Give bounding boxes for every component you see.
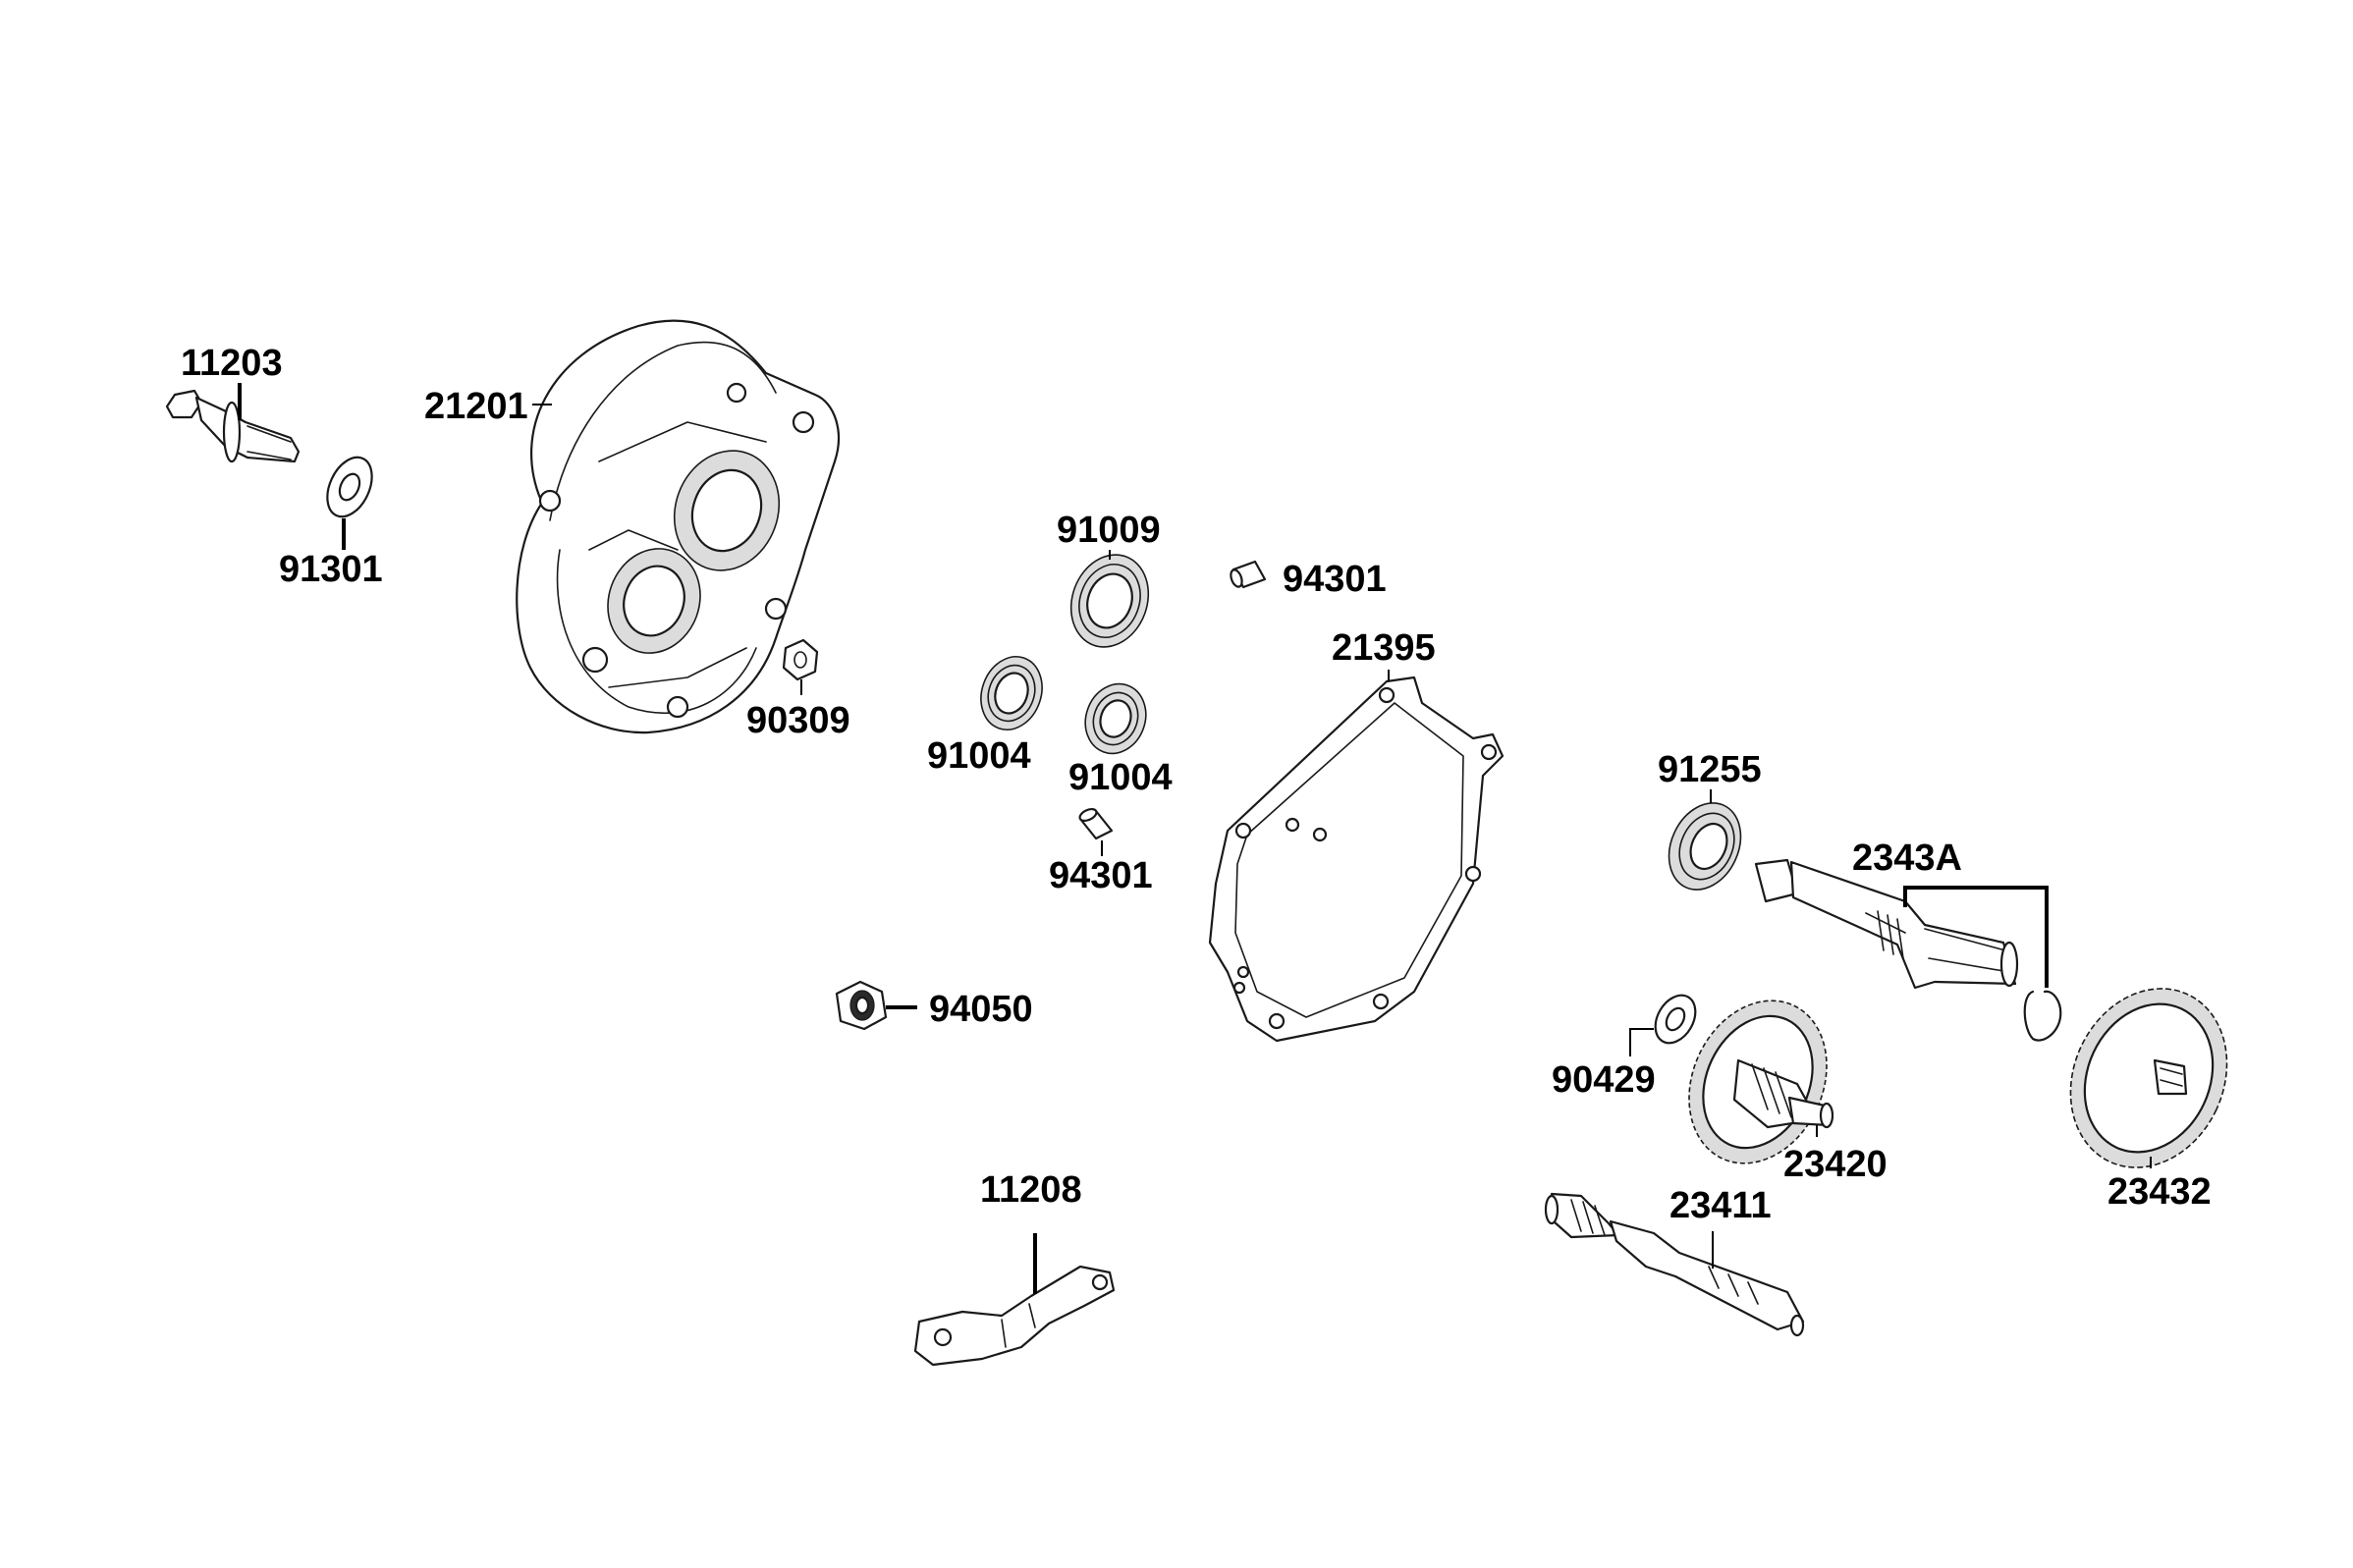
callout-94301-top: 94301 [1283,559,1387,600]
callout-91009: 91009 [1057,510,1161,560]
callout-label-90429: 90429 [1552,1059,1656,1101]
callout-91004-left: 91004 [927,735,1031,777]
callout-label-21395: 21395 [1332,627,1436,669]
part-nut-90309 [782,638,819,681]
callout-label-94050: 94050 [929,989,1033,1030]
part-flange-nut-94050 [835,980,888,1031]
callout-label-23411: 23411 [1669,1185,1772,1226]
part-gasket-21395 [1208,676,1505,1043]
callout-91004-right: 91004 [1068,757,1173,798]
callout-label-23420: 23420 [1783,1144,1888,1185]
part-dowel-pin-94301-bottom [1078,807,1114,840]
callout-label-94301-bottom: 94301 [1049,855,1153,896]
callout-label-91255: 91255 [1658,749,1762,790]
callout-label-23432: 23432 [2107,1171,2212,1213]
callout-21395: 21395 [1332,627,1436,681]
callout-90309: 90309 [746,679,850,741]
callout-label-11203: 11203 [181,343,283,384]
callout-label-11208: 11208 [980,1169,1082,1211]
callout-label-91004-right: 91004 [1068,757,1173,798]
callout-label-2343A: 2343A [1852,838,1962,879]
part-shaft-23411 [1544,1192,1805,1337]
callout-11208: 11208 [980,1169,1082,1294]
callout-91301: 91301 [279,518,383,590]
callout-label-90309: 90309 [746,700,850,741]
callout-90429: 90429 [1552,1028,1656,1101]
callout-94301-bottom: 94301 [1049,840,1153,896]
callout-label-91009: 91009 [1057,510,1161,551]
part-washer-91301 [326,456,373,518]
part-gear-23420 [1688,1000,1834,1164]
callout-23432: 23432 [2107,1157,2212,1213]
callout-23420: 23420 [1783,1125,1888,1185]
part-washer-90429 [1654,994,1697,1045]
callout-2343A: 2343A [1852,838,2049,988]
callout-label-21201: 21201 [424,386,528,427]
callout-21201: 21201 [424,386,552,427]
part-bearing-91009 [1069,554,1150,648]
part-transmission-case-21201 [516,319,840,734]
part-bearing-91004-right [1084,682,1147,755]
part-shaft-2343A [1754,858,2019,990]
callout-23411: 23411 [1669,1185,1772,1269]
part-gear-23432 [2069,988,2228,1168]
part-bracket-11208 [913,1265,1116,1367]
callout-label-94301-top: 94301 [1283,559,1387,600]
callout-label-91301: 91301 [279,549,383,590]
callout-11203: 11203 [181,343,283,420]
part-bolt-11203 [165,389,301,463]
part-dowel-pin-94301-top [1230,560,1267,589]
part-bearing-91004-left [980,656,1043,730]
callout-91255: 91255 [1658,749,1762,803]
part-bearing-91255 [1668,802,1742,891]
callout-94050: 94050 [886,989,1033,1030]
part-retaining-clip [2023,990,2062,1042]
callout-label-91004-left: 91004 [927,735,1031,777]
